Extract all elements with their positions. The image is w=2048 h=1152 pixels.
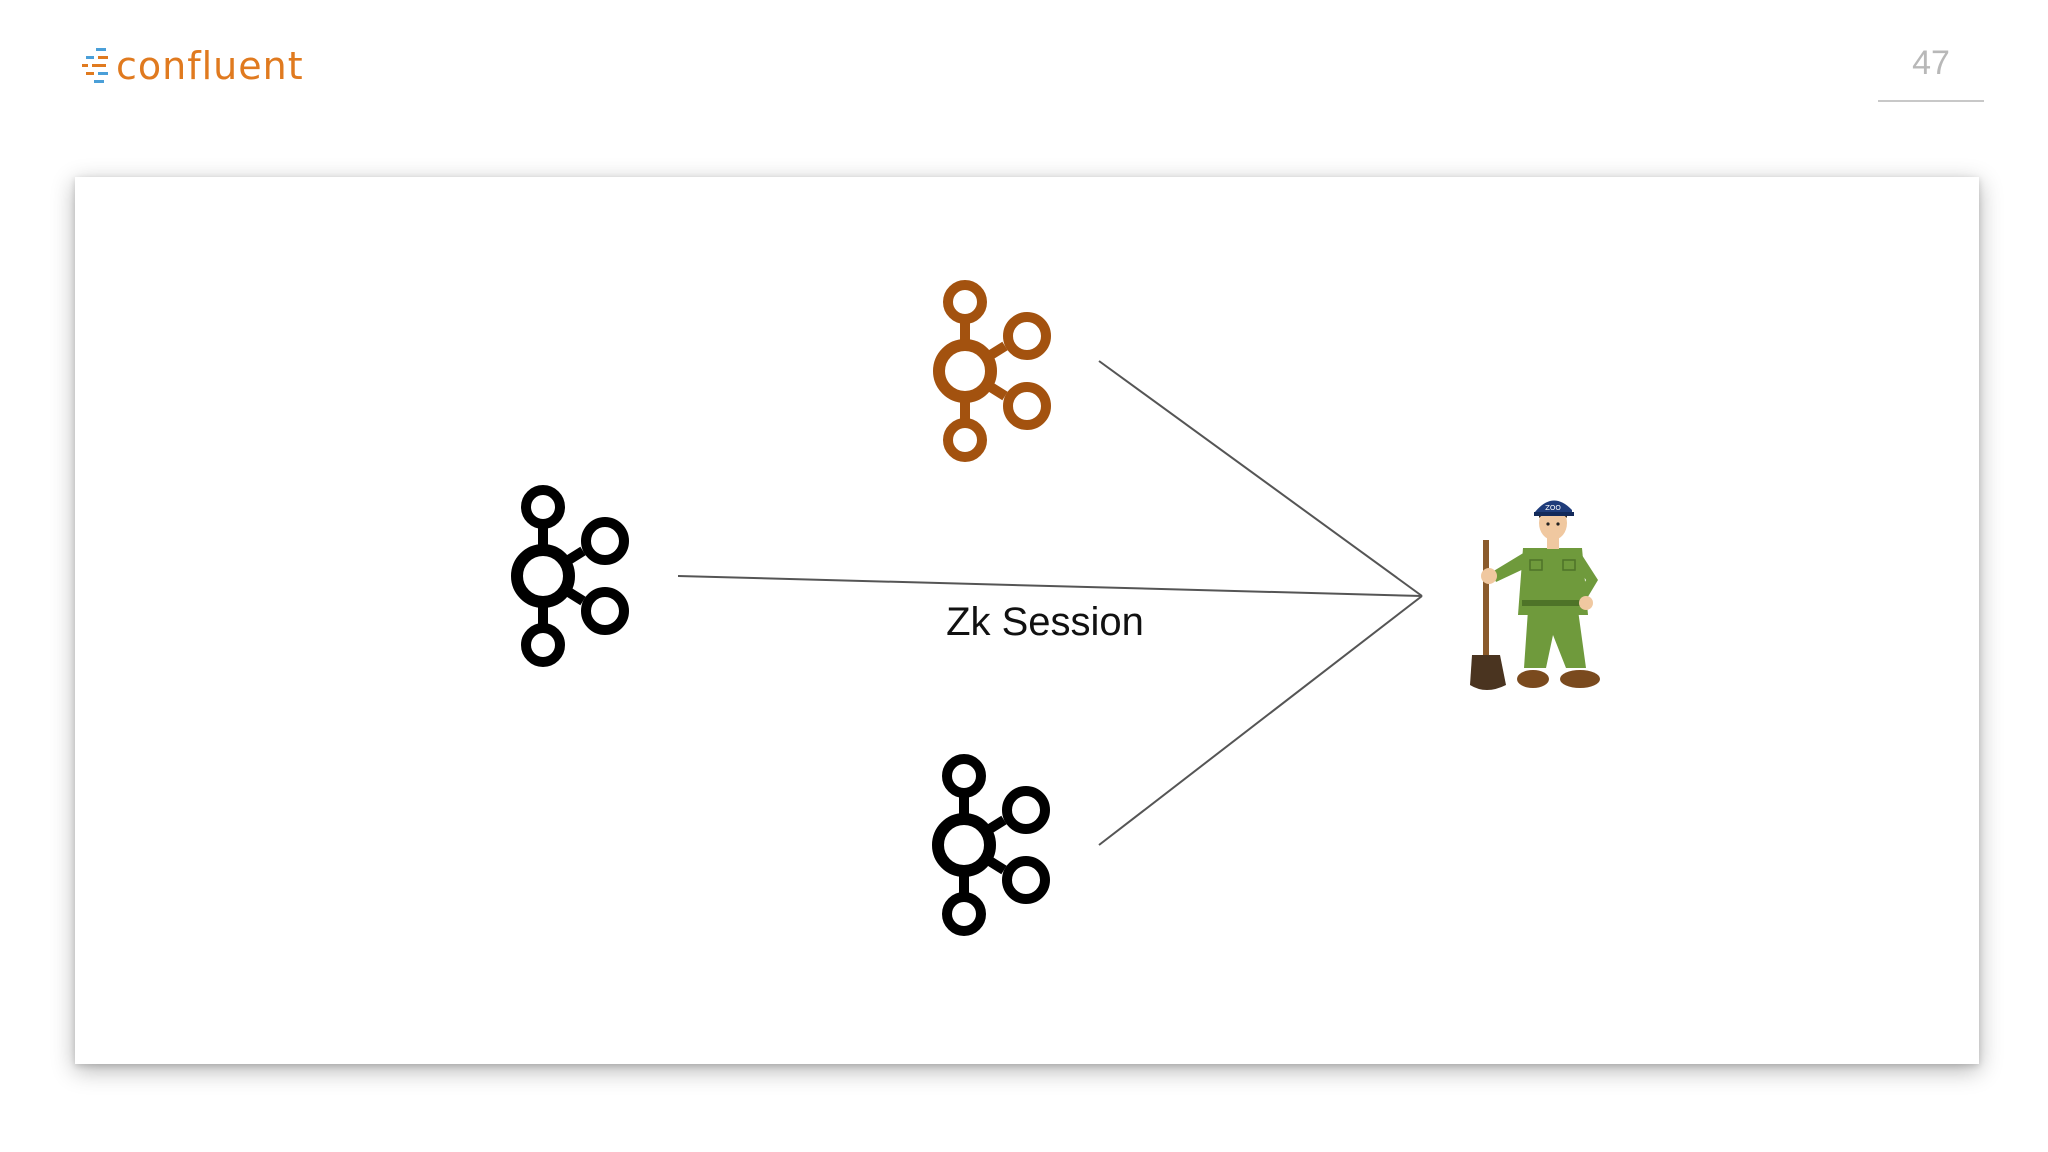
connection-line-zk-session bbox=[677, 575, 1423, 597]
page-number-underline bbox=[1878, 100, 1984, 102]
connection-line-bottom bbox=[1098, 595, 1423, 846]
confluent-logo: confluent bbox=[80, 40, 304, 92]
connection-line-top bbox=[1098, 360, 1423, 597]
page-number: 47 bbox=[1912, 44, 1950, 82]
svg-text:ZOO: ZOO bbox=[1545, 504, 1561, 512]
broker-top-kafka-icon bbox=[939, 285, 1046, 457]
confluent-logo-icon bbox=[82, 48, 108, 83]
broker-left-kafka-icon bbox=[517, 490, 624, 662]
zk-session-label: Zk Session bbox=[946, 600, 1144, 644]
zookeeper-icon: ZOO bbox=[1470, 500, 1600, 690]
broker-bottom-kafka-icon bbox=[938, 759, 1045, 931]
logo-text: confluent bbox=[116, 44, 304, 88]
